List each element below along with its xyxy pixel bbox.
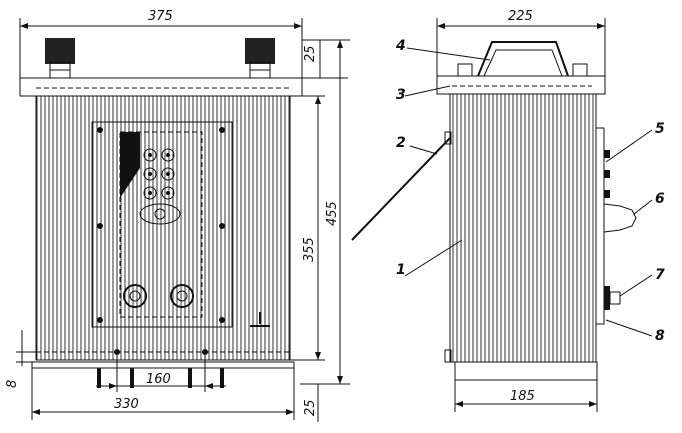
dim-total-height: 455 [325,201,340,226]
side-connector [603,203,637,233]
ground-symbol [250,312,270,327]
front-right-terminal [245,38,275,79]
panel-screws [97,127,225,323]
callout-4: 4 [395,38,406,54]
front-body [36,96,290,360]
side-open-door [351,137,451,241]
dim-side-base-width: 185 [510,389,535,404]
side-dimension-lines [436,18,606,412]
callout-6: 6 [655,191,665,207]
front-top-plate [19,77,303,97]
callout-1: 1 [396,262,406,278]
side-view [351,41,637,381]
dim-foot-height: 25 [303,399,318,416]
dim-mount-spacing: 160 [146,372,171,387]
callout-3: 3 [396,87,406,103]
dim-side-width-top: 225 [508,9,533,24]
sockets [143,148,175,200]
side-knob [609,291,621,305]
dim-lid-height: 25 [303,45,318,62]
front-gauge [139,203,181,225]
front-left-terminal [45,38,75,79]
side-body [450,94,596,362]
dim-front-base-width: 330 [114,397,139,412]
front-panel-inner-frame [119,131,203,318]
front-knobs [123,284,194,308]
front-dimension-lines [16,18,350,422]
callout-leaders [404,47,653,337]
callout-5: 5 [655,121,665,137]
front-base [31,361,295,369]
dim-bottom-offset: 8 [5,380,20,388]
callout-7: 7 [655,267,665,283]
callout-8: 8 [655,328,665,344]
side-top-plate [436,75,606,95]
front-panel [91,121,233,328]
front-feet [97,368,224,388]
dim-body-height: 355 [302,237,317,262]
side-panel-strip [595,127,605,325]
callout-2: 2 [396,135,406,151]
dim-front-width-top: 375 [148,9,173,24]
front-view [19,38,303,388]
side-base [454,361,598,381]
